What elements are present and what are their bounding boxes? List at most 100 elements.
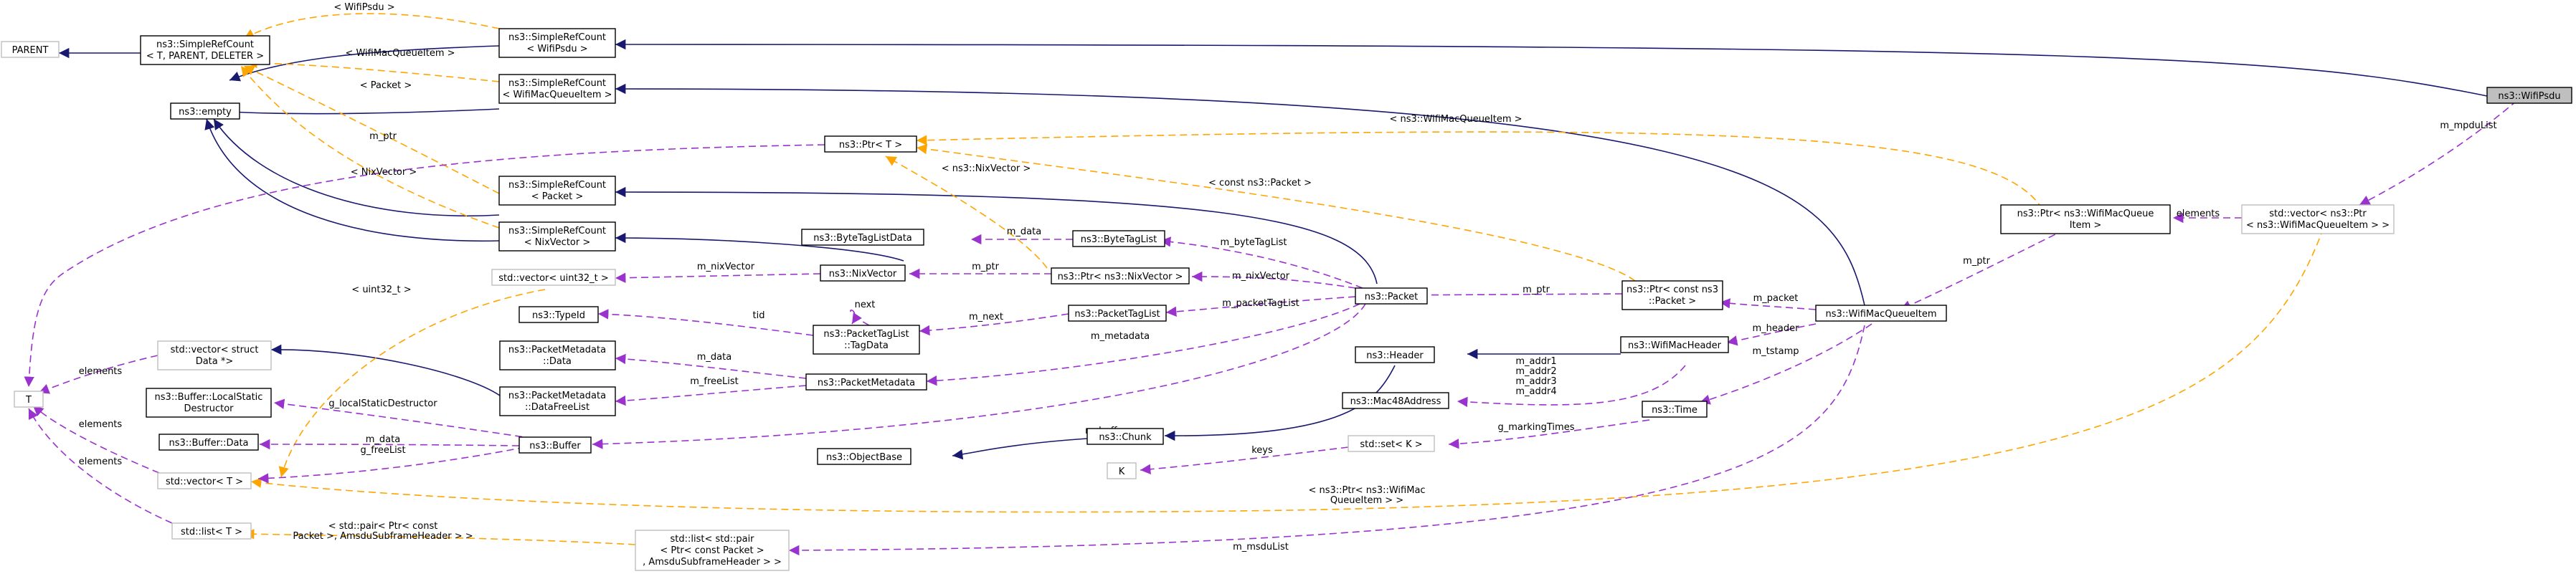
label-packet-tmpl: < Packet > — [360, 80, 412, 91]
svg-text:ns3::PacketMetadata: ns3::PacketMetadata — [818, 378, 915, 388]
node-packettaglist-tagdata[interactable]: ns3::PacketTagList ::TagData — [813, 325, 920, 355]
node-simplerefcount-nixvector[interactable]: ns3::SimpleRefCount < NixVector > — [498, 221, 616, 252]
node-chunk[interactable]: ns3::Chunk — [1086, 428, 1164, 445]
edge-g-markingtimes — [1448, 419, 1650, 449]
svg-text:T: T — [25, 395, 32, 406]
svg-text:ns3::WifiMacQueueItem: ns3::WifiMacQueueItem — [1825, 309, 1936, 320]
node-simplerefcount-wifipsdu[interactable]: ns3::SimpleRefCount < WifiPsdu > — [498, 28, 616, 58]
edge-ptr-nixvector-tmpl — [885, 156, 1048, 269]
edge-m-buffer — [592, 303, 1366, 449]
svg-text:ns3::SimpleRefCount: ns3::SimpleRefCount — [508, 78, 606, 89]
node-parent[interactable]: PARENT — [1, 41, 60, 58]
node-buffer[interactable]: ns3::Buffer — [518, 436, 592, 454]
svg-text:< WifiMacQueueItem >: < WifiMacQueueItem > — [502, 90, 612, 100]
svg-text:ns3::PacketMetadata: ns3::PacketMetadata — [508, 345, 606, 355]
node-mac48address[interactable]: ns3::Mac48Address — [1342, 392, 1449, 409]
edge-m-packettaglist — [1165, 296, 1356, 317]
node-packettaglist[interactable]: ns3::PacketTagList — [1068, 305, 1167, 322]
svg-text:ns3::SimpleRefCount: ns3::SimpleRefCount — [508, 226, 606, 236]
edge-m-ptr-t — [24, 144, 825, 388]
node-wifimacheader[interactable]: ns3::WifiMacHeader — [1620, 336, 1729, 353]
edge-chunk-to-objectbase — [952, 438, 1088, 460]
label-m-addr2: m_addr2 — [1515, 366, 1556, 377]
node-bytetaglistdata[interactable]: ns3::ByteTagListData — [801, 229, 924, 246]
node-simplerefcount-packet[interactable]: ns3::SimpleRefCount < Packet > — [498, 176, 616, 206]
svg-text:std::vector< ns3::Ptr: std::vector< ns3::Ptr — [2269, 209, 2367, 219]
svg-text:ns3::WifiPsdu: ns3::WifiPsdu — [2498, 91, 2560, 102]
label-next: next — [855, 300, 876, 310]
svg-text:PARENT: PARENT — [12, 45, 49, 56]
node-ptr-t[interactable]: ns3::Ptr< T > — [824, 135, 917, 153]
node-vector-struct-data[interactable]: std::vector< struct Data *> — [157, 340, 272, 370]
svg-text:ns3::ByteTagListData: ns3::ByteTagListData — [813, 233, 912, 244]
node-list-pair[interactable]: std::list< std::pair < Ptr< const Packet… — [635, 530, 790, 571]
node-packetmetadata-data[interactable]: ns3::PacketMetadata ::Data — [499, 340, 616, 370]
svg-text:ns3::Packet: ns3::Packet — [1365, 292, 1419, 302]
edge-m-data-pm — [615, 353, 807, 379]
node-vector-ptr-wifimacqueueitem[interactable]: std::vector< ns3::Ptr < ns3::WifiMacQueu… — [2241, 204, 2395, 234]
svg-text:std::vector< T >: std::vector< T > — [166, 477, 243, 487]
edge-wifipsdu-to-src-wifipsdu — [615, 39, 2488, 97]
edge-src-nixvector-to-empty — [204, 118, 500, 242]
label-m-header: m_header — [1753, 323, 1800, 334]
label-pair-tmpl-1: < std::pair< Ptr< const — [328, 521, 438, 532]
node-time[interactable]: ns3::Time — [1642, 401, 1708, 418]
label-m-metadata: m_metadata — [1091, 331, 1150, 342]
edge-m-nixvector-vec — [615, 272, 821, 283]
svg-text:< Ptr< const Packet >: < Ptr< const Packet > — [660, 545, 764, 556]
edge-pm-datafreelist-to-vector-struct — [270, 344, 501, 396]
svg-text:::Data: ::Data — [543, 356, 572, 367]
svg-text:< WifiPsdu >: < WifiPsdu > — [526, 44, 587, 54]
node-packetmetadata-datafreelist[interactable]: ns3::PacketMetadata ::DataFreeList — [499, 386, 616, 416]
node-typeid[interactable]: ns3::TypeId — [518, 306, 599, 323]
label-m-next: m_next — [969, 312, 1003, 322]
node-objectbase[interactable]: ns3::ObjectBase — [817, 448, 911, 465]
edge-m-ptr-wmqi — [1900, 229, 2066, 310]
node-header[interactable]: ns3::Header — [1355, 346, 1435, 363]
node-k[interactable]: K — [1107, 462, 1137, 479]
edge-ptr-wifimac-to-vector-t — [250, 227, 2324, 513]
node-bytetaglist[interactable]: ns3::ByteTagList — [1072, 230, 1165, 247]
node-buffer-localstaticdestructor[interactable]: ns3::Buffer::LocalStatic Destructor — [146, 388, 272, 418]
edge-src-wifipsdu-tmpl — [243, 13, 500, 39]
node-ptr-wifimacqueueitem[interactable]: ns3::Ptr< ns3::WifiMacQueue Item > — [2000, 204, 2171, 234]
label-m-nixvector: m_nixVector — [1232, 271, 1290, 282]
label-const-packet-tmpl: < const ns3::Packet > — [1208, 178, 1312, 188]
svg-text:ns3::ByteTagList: ns3::ByteTagList — [1081, 234, 1157, 245]
node-ptr-const-packet[interactable]: ns3::Ptr< const ns3 ::Packet > — [1621, 280, 1723, 310]
node-t[interactable]: T — [14, 391, 44, 408]
svg-text:std::vector< struct: std::vector< struct — [171, 345, 259, 355]
edge-header-to-chunk — [1164, 365, 1396, 441]
edge-m-header — [1726, 323, 1817, 346]
svg-text:ns3::Ptr< T >: ns3::Ptr< T > — [839, 140, 902, 150]
edge-g-localstatic — [273, 398, 534, 439]
node-nixvector[interactable]: ns3::NixVector — [820, 264, 906, 282]
svg-text:< NixVector >: < NixVector > — [524, 237, 591, 248]
svg-text:::Packet >: ::Packet > — [1649, 296, 1696, 307]
node-ptr-nixvector[interactable]: ns3::Ptr< ns3::NixVector > — [1051, 267, 1190, 284]
label-uint32-tmpl: < uint32_t > — [351, 284, 411, 295]
node-list-t[interactable]: std::list< T > — [171, 522, 252, 540]
label-m-bytetaglist: m_byteTagList — [1221, 237, 1287, 248]
svg-text:Item >: Item > — [2070, 220, 2102, 231]
node-vector-t[interactable]: std::vector< T > — [157, 472, 252, 489]
node-packetmetadata[interactable]: ns3::PacketMetadata — [805, 373, 927, 391]
node-buffer-data[interactable]: ns3::Buffer::Data — [158, 434, 259, 451]
label-m-ptr-nix: m_ptr — [972, 262, 1000, 272]
node-vector-uint32[interactable]: std::vector< uint32_t > — [491, 269, 616, 286]
label-m-data-pm: m_data — [697, 352, 731, 363]
label-elements-lt: elements — [79, 456, 123, 467]
edge-elements-vt — [32, 405, 160, 474]
svg-text:ns3::SimpleRefCount: ns3::SimpleRefCount — [508, 180, 606, 191]
edge-m-mpdulist — [2359, 100, 2518, 206]
label-m-addr1: m_addr1 — [1515, 356, 1556, 367]
node-wifimacqueueitem[interactable]: ns3::WifiMacQueueItem — [1815, 305, 1947, 322]
node-packet[interactable]: ns3::Packet — [1355, 287, 1428, 305]
label-m-ptr-packet: m_ptr — [1523, 284, 1550, 295]
node-wifipsdu[interactable]: ns3::WifiPsdu — [2486, 87, 2572, 104]
node-set-k[interactable]: std::set< K > — [1348, 435, 1435, 452]
node-simplerefcount-wifimacqueueitem[interactable]: ns3::SimpleRefCount < WifiMacQueueItem > — [498, 74, 616, 104]
node-empty[interactable]: ns3::empty — [170, 102, 240, 120]
node-simplerefcount-t[interactable]: ns3::SimpleRefCount < T, PARENT, DELETER… — [140, 35, 270, 65]
svg-text:std::list< T >: std::list< T > — [181, 527, 242, 537]
